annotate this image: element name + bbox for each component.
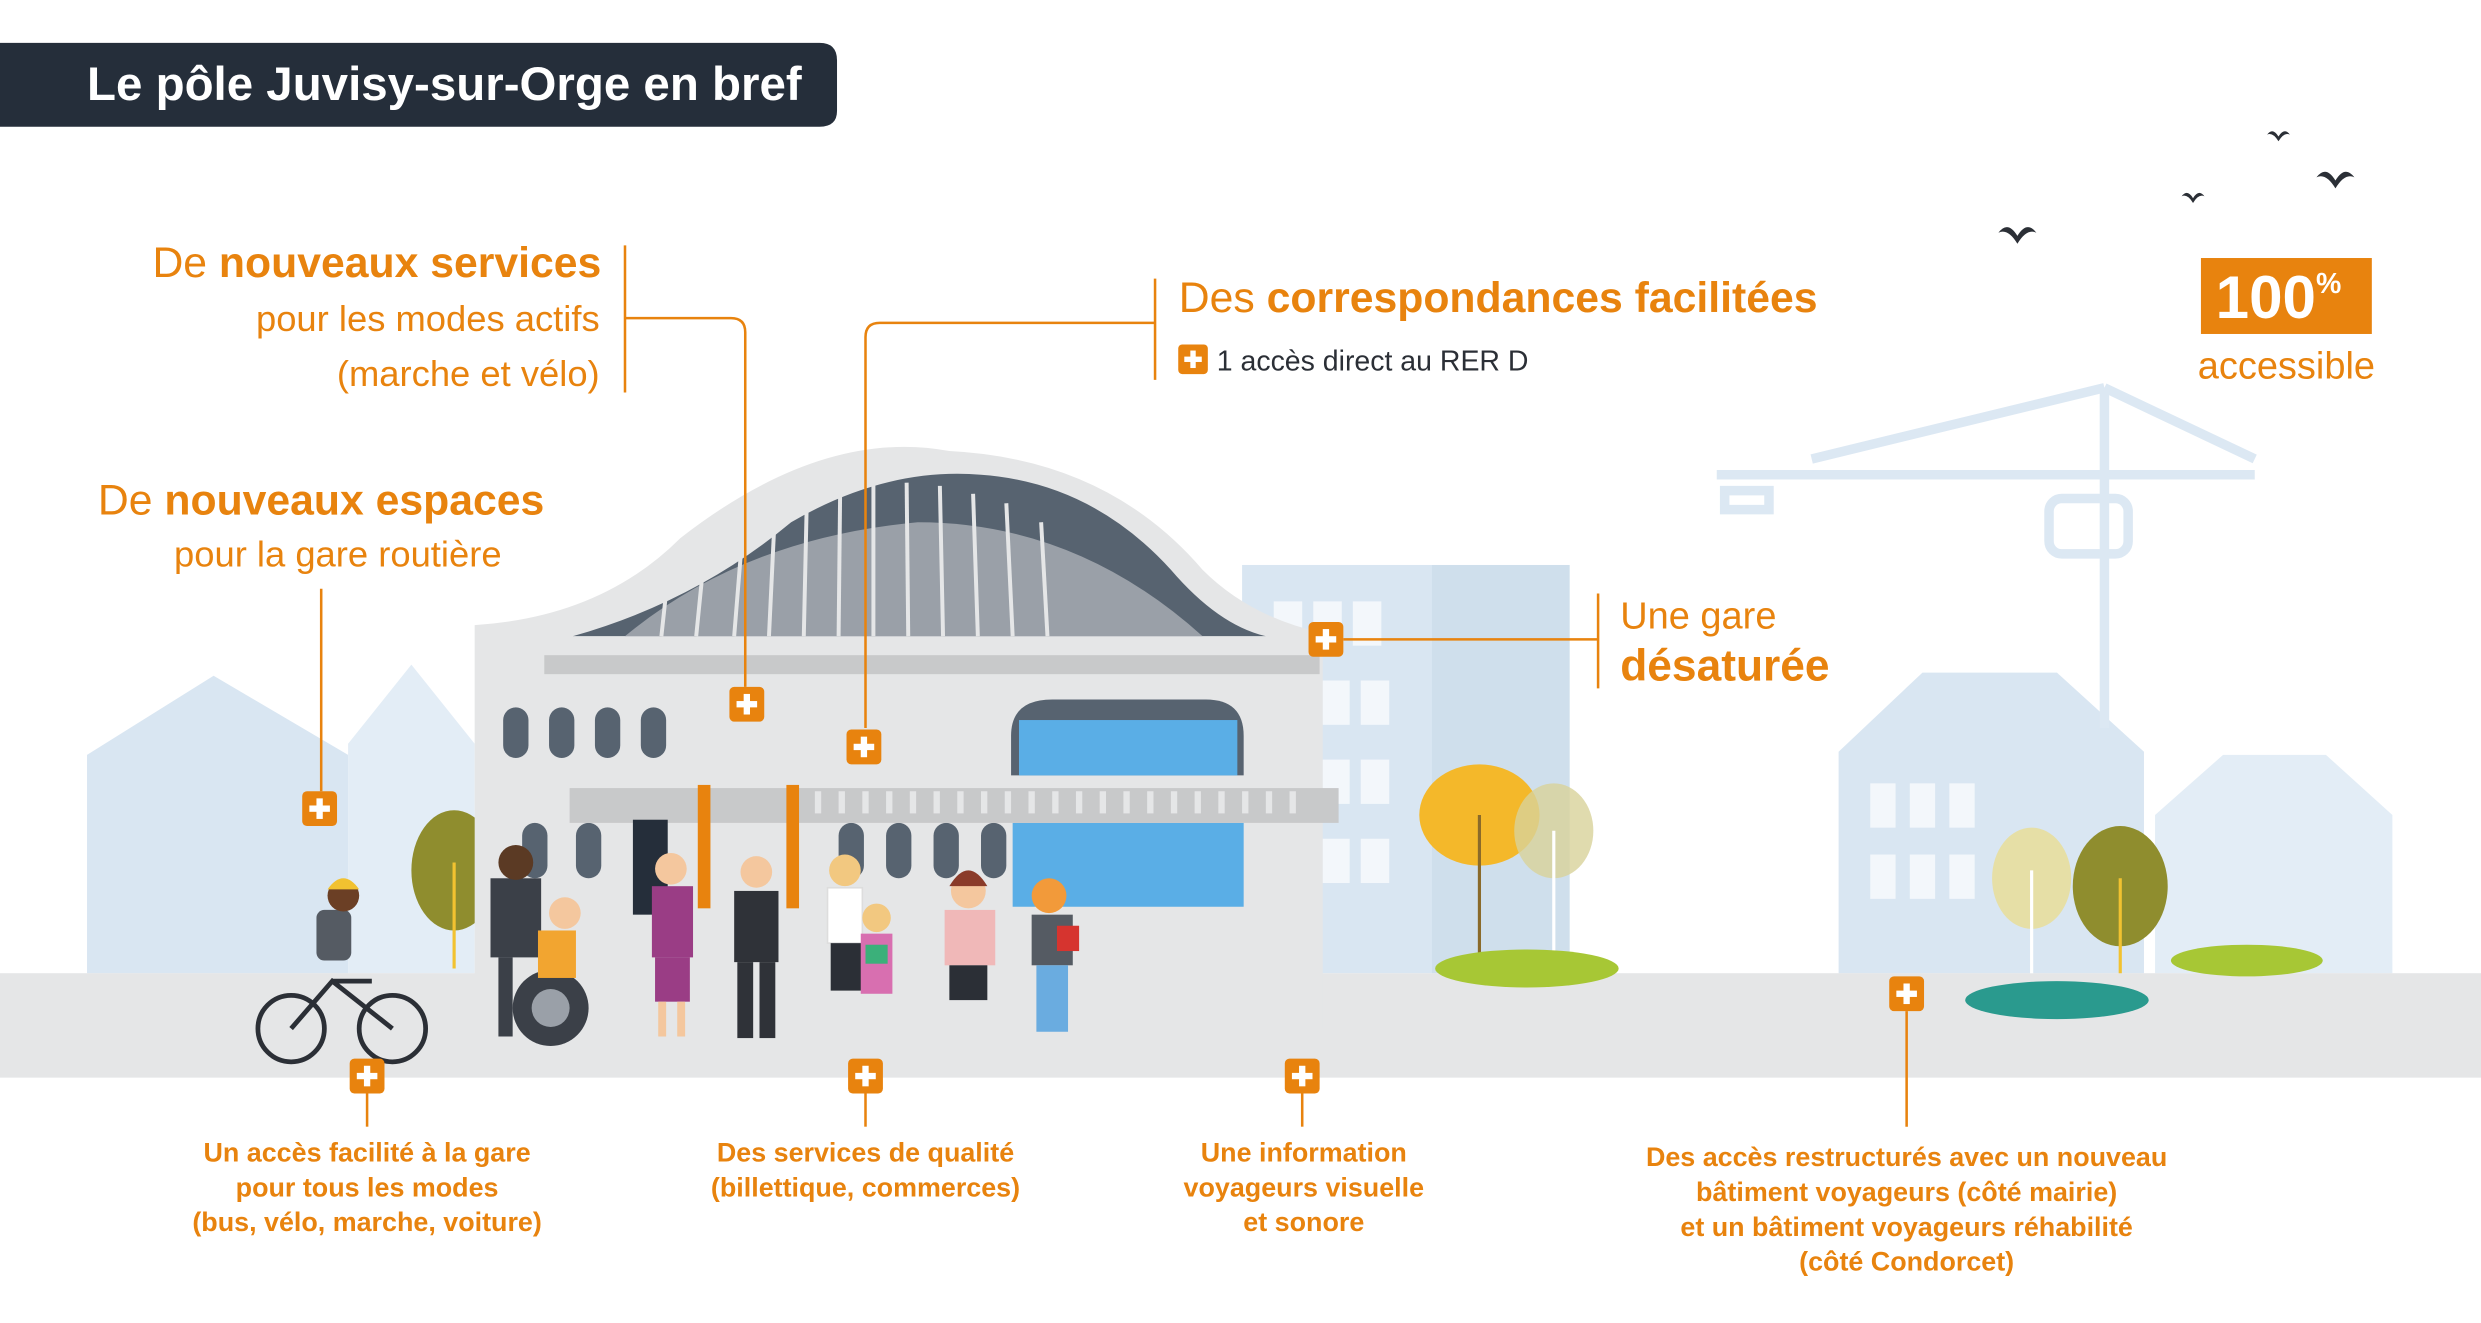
page-title: Le pôle Juvisy-sur-Orge en bref xyxy=(87,58,802,111)
bicycle-icon xyxy=(255,977,429,1065)
person-girl xyxy=(860,903,893,994)
bush xyxy=(1435,949,1619,988)
person-woman-purple xyxy=(651,852,694,1037)
callout-line: (marche et vélo) xyxy=(337,353,600,394)
plus-icon xyxy=(729,686,765,722)
callout-correspondances: Des correspondances facilitées 1 accès d… xyxy=(1178,274,1818,377)
callout-prefix: De xyxy=(152,239,218,287)
svg-text:De nouveaux espaces: De nouveaux espaces xyxy=(98,476,544,524)
caption-line: et un bâtiment voyageurs réhabilité xyxy=(1680,1212,2133,1242)
svg-text:100%: 100% xyxy=(2216,264,2342,331)
callout-line: Une gare xyxy=(1620,595,1776,637)
person-woman-pink xyxy=(944,870,996,1001)
caption-line: Des accès restructurés avec un nouveau xyxy=(1646,1142,2167,1172)
callout-heading: nouveaux services xyxy=(219,239,601,287)
caption-line: bâtiment voyageurs (côté mairie) xyxy=(1696,1177,2117,1207)
plus-icon xyxy=(1178,344,1208,375)
caption-services: Des services de qualité (billettique, co… xyxy=(711,1137,1020,1202)
bottom-captions: Un accès facilité à la gare pour tous le… xyxy=(192,1137,2167,1276)
plus-icon xyxy=(1308,621,1344,657)
caption-information: Une information voyageurs visuelle et so… xyxy=(1184,1137,1425,1237)
callout-prefix: De xyxy=(98,476,164,524)
caption-batiments: Des accès restructurés avec un nouveau b… xyxy=(1646,1142,2167,1276)
accessible-badge: 100% accessible xyxy=(2198,258,2375,387)
plus-icon xyxy=(848,1058,883,1094)
plus-icon xyxy=(349,1058,385,1094)
callout-item: 1 accès direct au RER D xyxy=(1217,345,1529,377)
caption-line: (billettique, commerces) xyxy=(711,1172,1020,1202)
caption-line: (bus, vélo, marche, voiture) xyxy=(192,1207,541,1237)
callout-prefix: Des xyxy=(1179,274,1267,322)
plus-icon xyxy=(302,791,338,827)
plus-icon xyxy=(1284,1058,1320,1094)
tree-icon xyxy=(1514,783,1594,958)
caption-line: Des services de qualité xyxy=(717,1137,1014,1167)
plus-icon xyxy=(1889,976,1925,1012)
tree-icon xyxy=(2072,826,2168,974)
accessible-value: 100 xyxy=(2216,264,2316,331)
caption-line: (côté Condorcet) xyxy=(1799,1247,2014,1277)
house-left xyxy=(87,675,349,974)
caption-line: et sonore xyxy=(1243,1207,1364,1237)
callout-heading: nouveaux espaces xyxy=(164,476,544,524)
callout-desaturee: Une gare désaturée xyxy=(1620,595,1829,690)
background-city xyxy=(87,564,2393,974)
cyclist xyxy=(255,878,429,1065)
wheelchair-icon xyxy=(512,897,589,1046)
connector-lines xyxy=(319,245,1908,1127)
birds xyxy=(1998,131,2355,244)
bird-icon xyxy=(1998,227,2037,244)
svg-text:De nouveaux services: De nouveaux services xyxy=(152,239,601,287)
bird-icon xyxy=(2267,131,2290,142)
people xyxy=(255,845,1080,1065)
title-bar: Le pôle Juvisy-sur-Orge en bref xyxy=(0,42,838,127)
callout-line: pour la gare routière xyxy=(174,534,502,575)
bird-icon xyxy=(2181,192,2205,203)
callout-heading: correspondances facilitées xyxy=(1267,274,1818,322)
caption-line: voyageurs visuelle xyxy=(1184,1172,1425,1202)
person-man-dark-suit xyxy=(490,845,542,1037)
caption-line: Un accès facilité à la gare xyxy=(204,1137,531,1167)
bird-icon xyxy=(2316,171,2355,189)
person-woman-blonde xyxy=(826,854,864,991)
bush xyxy=(2170,944,2323,977)
accessible-unit: % xyxy=(2316,268,2341,300)
callout-espaces: De nouveaux espaces pour la gare routièr… xyxy=(98,476,544,574)
plus-icon xyxy=(846,729,882,765)
tree-icon xyxy=(1419,764,1540,958)
tree-icon xyxy=(1992,827,2072,974)
callout-services: De nouveaux services pour les modes acti… xyxy=(152,239,601,394)
accessible-label: accessible xyxy=(2198,345,2375,387)
callout-heading: désaturée xyxy=(1620,641,1829,690)
svg-text:Des correspondances facilitées: Des correspondances facilitées xyxy=(1179,274,1818,322)
caption-acces: Un accès facilité à la gare pour tous le… xyxy=(192,1137,541,1237)
callout-line: pour les modes actifs xyxy=(256,298,600,339)
person-man-suit xyxy=(734,856,779,1039)
crane-icon xyxy=(1716,383,2257,728)
caption-line: Une information xyxy=(1201,1137,1407,1167)
station-building xyxy=(474,446,1339,1029)
person-boy xyxy=(1031,878,1080,1032)
bush xyxy=(1965,981,2149,1020)
caption-line: pour tous les modes xyxy=(236,1172,499,1202)
